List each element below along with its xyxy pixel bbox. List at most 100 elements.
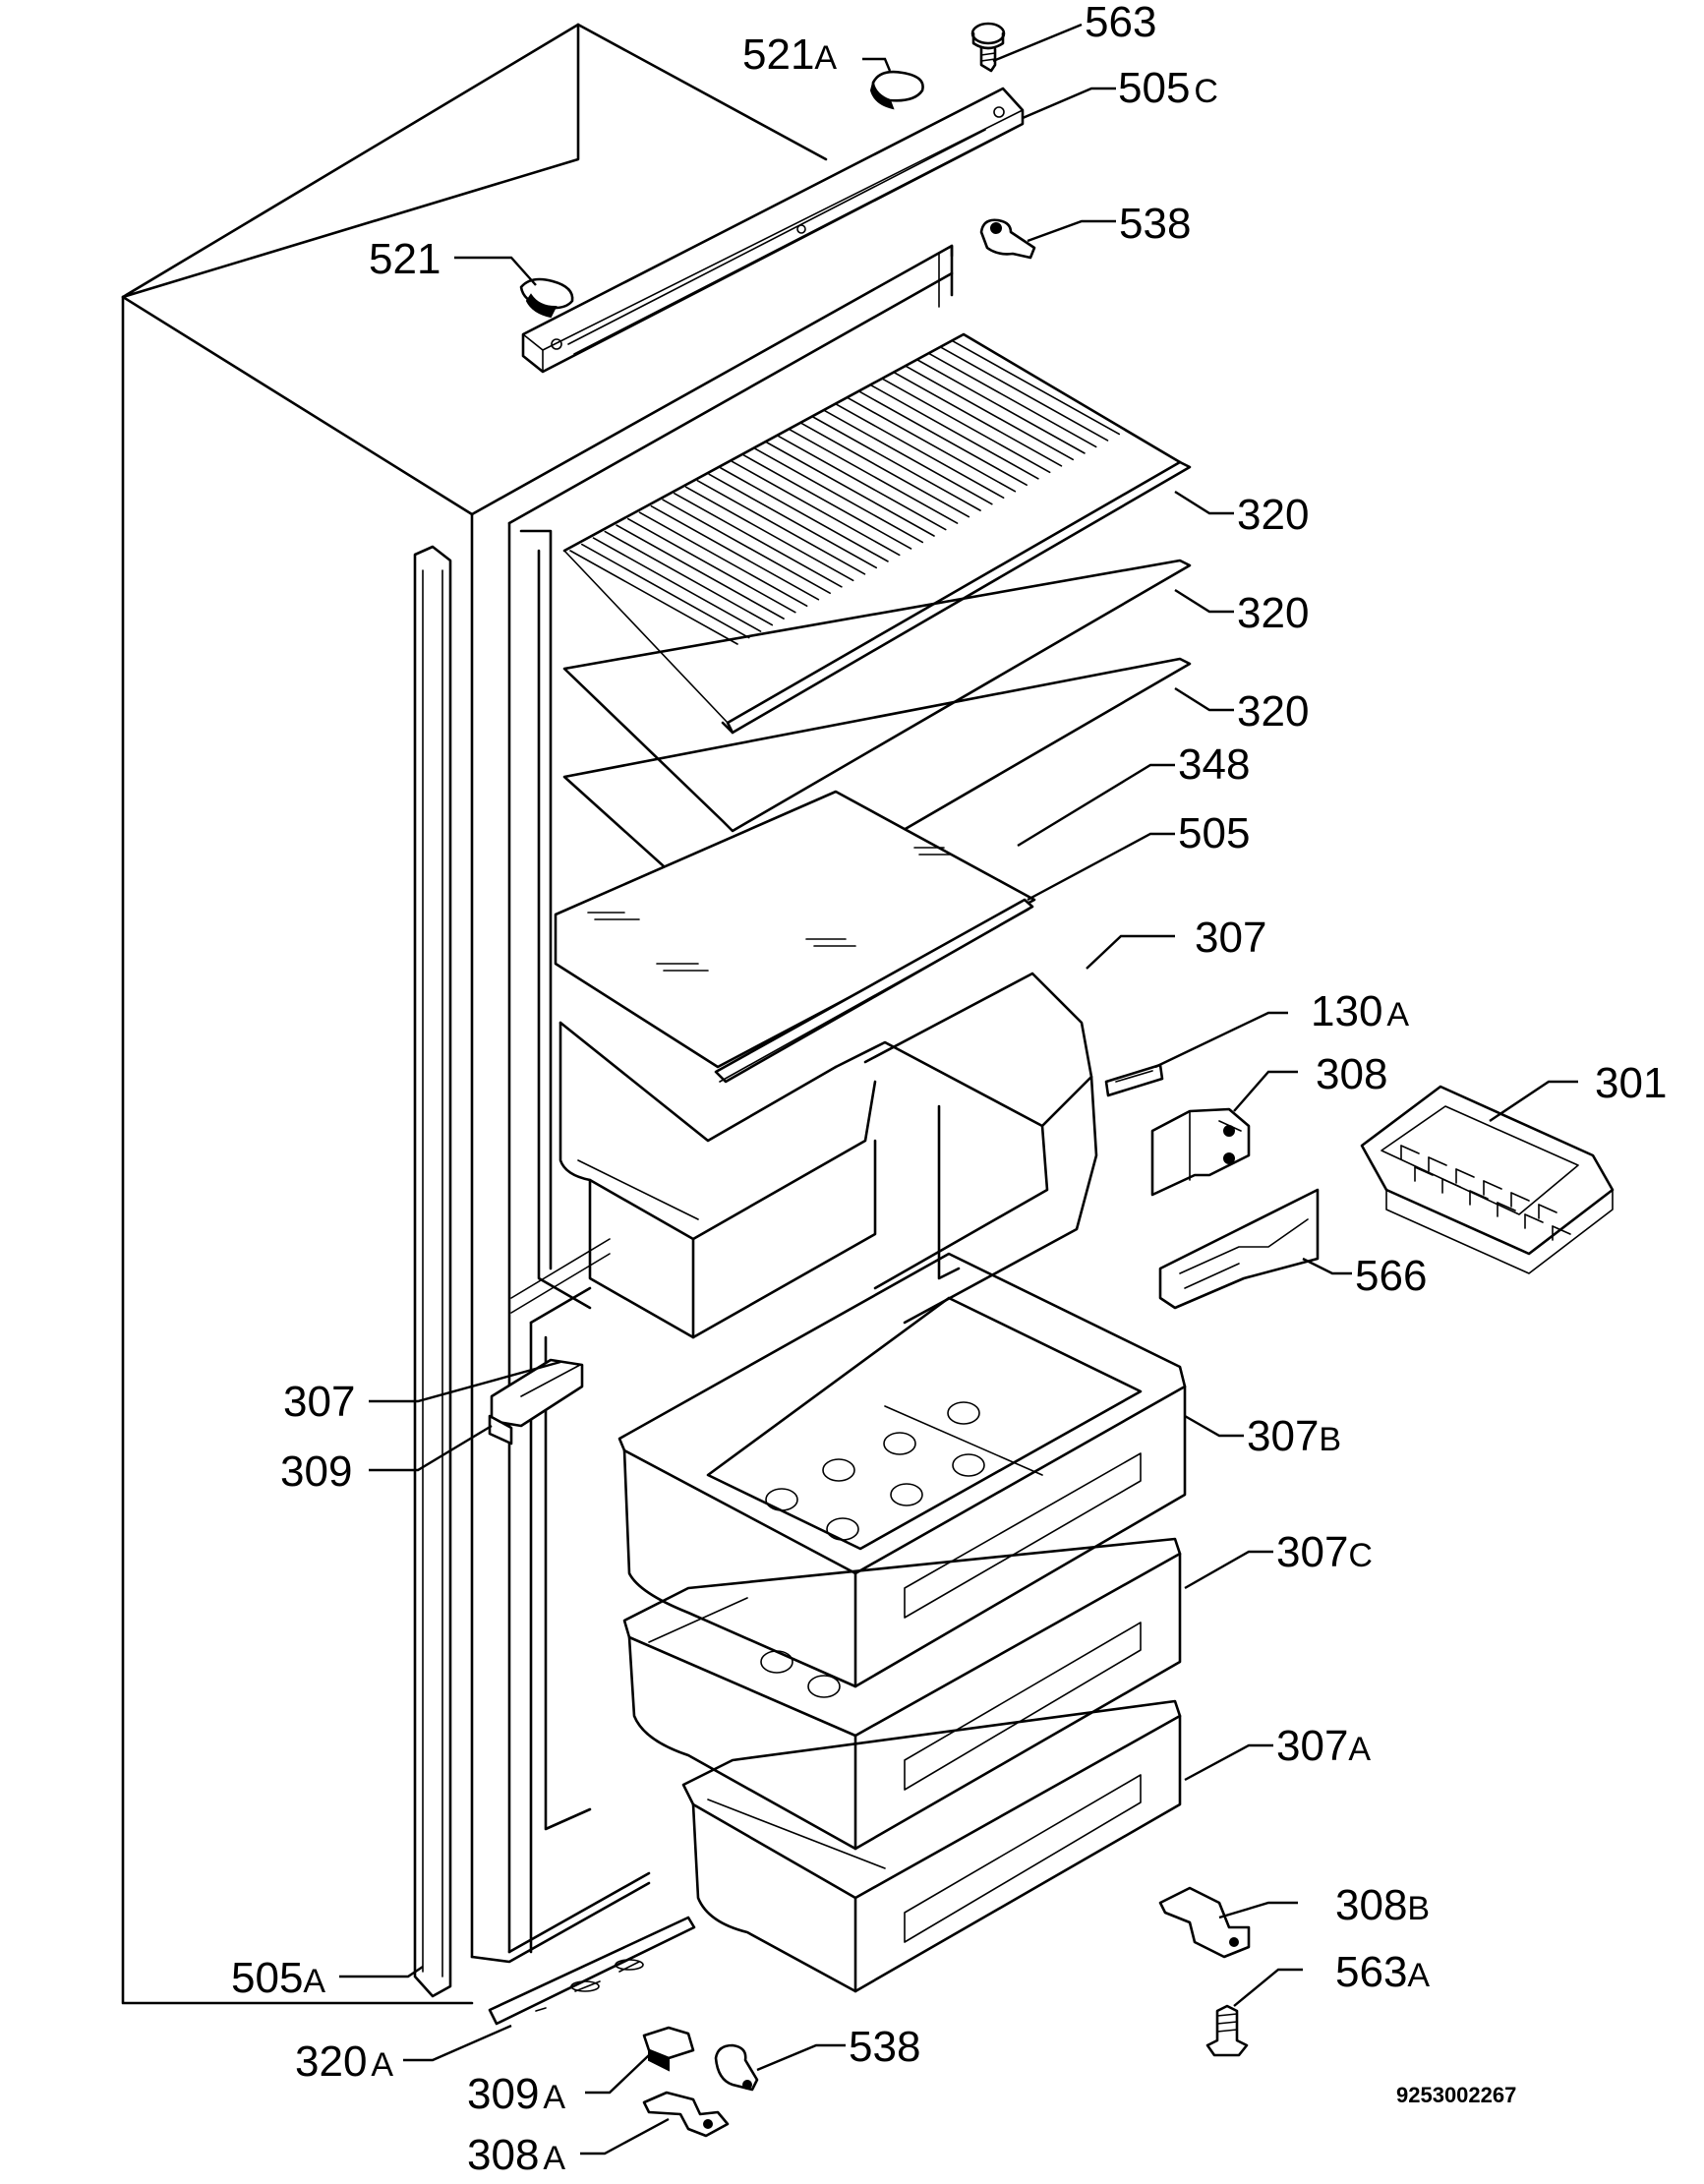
- basket-hole: [890, 1483, 923, 1506]
- screw-563: [970, 22, 1006, 73]
- label-320-2: 320: [1237, 589, 1309, 637]
- hatch-line: [1469, 1190, 1489, 1200]
- hatch-line: [939, 346, 1109, 442]
- basket-hole: [765, 1488, 798, 1511]
- shelf-2: [562, 559, 1192, 833]
- label-320-1: 320: [1237, 491, 1309, 539]
- hatch-line: [604, 530, 774, 626]
- cover-309A: [642, 2026, 695, 2072]
- door-seal-505A: [413, 545, 452, 1998]
- hatch-line: [1441, 1178, 1461, 1188]
- hatch-line: [1400, 1145, 1420, 1154]
- hatch-line: [881, 378, 1051, 474]
- hatch-line: [800, 422, 970, 518]
- label-348: 348: [1178, 740, 1250, 789]
- hatch-line: [720, 467, 889, 562]
- hatch-line: [858, 390, 1028, 487]
- ice-tray-301: [1360, 1085, 1615, 1274]
- hatch-line: [731, 460, 901, 557]
- label-566: 566: [1355, 1252, 1427, 1300]
- hatch-line: [696, 480, 866, 575]
- hinge-plate-320A: [488, 1916, 696, 2026]
- hatch-line: [1510, 1192, 1530, 1202]
- label-563: 563: [1085, 0, 1156, 46]
- hatch-line: [905, 365, 1074, 461]
- hinge-bracket-308: [1150, 1107, 1251, 1197]
- hatch-line: [1414, 1166, 1434, 1176]
- hatch-line: [789, 429, 959, 524]
- basket-hole: [760, 1650, 793, 1674]
- hatch-line: [674, 492, 843, 588]
- hatch-line: [627, 517, 796, 614]
- wire-shelves-320: [562, 332, 1192, 931]
- hinge-cap-521A: [869, 70, 924, 110]
- label-563A: 563A: [1335, 1948, 1430, 1996]
- basket-hole: [952, 1453, 985, 1477]
- hatch-line: [1524, 1213, 1544, 1223]
- label-521A: 521A: [742, 30, 837, 79]
- hatch-line: [835, 403, 1005, 499]
- bracket-130A: [1104, 1063, 1164, 1097]
- label-307-top: 307: [1195, 914, 1266, 962]
- stop-309: [488, 1358, 584, 1446]
- hatch-line: [1428, 1156, 1447, 1166]
- label-538-bottom: 538: [849, 2023, 920, 2071]
- scraper-566: [1158, 1188, 1320, 1310]
- hinge-bracket-308A: [642, 2091, 730, 2138]
- hatch-line: [592, 537, 762, 632]
- basket-hole: [947, 1401, 980, 1425]
- label-505: 505: [1178, 809, 1250, 857]
- hatch-line: [684, 486, 854, 582]
- hatch-line: [893, 372, 1063, 467]
- screw-563A: [1205, 2004, 1249, 2057]
- hatch-line: [638, 511, 808, 607]
- leader-lines: [339, 23, 1578, 2155]
- hatch-line: [824, 409, 993, 505]
- hatch-line: [616, 524, 785, 620]
- hatch-line: [951, 339, 1121, 436]
- shelf-strip-505: [714, 898, 1034, 1084]
- label-308B: 308B: [1335, 1881, 1430, 1929]
- cabinet-body: [121, 23, 954, 2005]
- label-505A: 505A: [231, 1954, 325, 2002]
- hatch-line: [777, 435, 947, 531]
- hatch-line: [742, 454, 912, 550]
- hatch-line: [916, 359, 1086, 454]
- label-301: 301: [1595, 1059, 1667, 1107]
- hinge-cap-521: [519, 277, 574, 319]
- hatch-line: [847, 396, 1017, 493]
- label-320-3: 320: [1237, 687, 1309, 736]
- top-hinge-bar-505C: [521, 87, 1025, 374]
- basket-hole: [883, 1432, 916, 1455]
- hatch-line: [927, 352, 1097, 448]
- hatch-line: [1483, 1180, 1502, 1190]
- hinge-pin-538-top: [979, 218, 1036, 260]
- hatch-line: [812, 416, 981, 511]
- label-521: 521: [369, 235, 441, 283]
- label-307C: 307C: [1276, 1528, 1373, 1576]
- hatch-line: [1455, 1168, 1475, 1178]
- hatch-line: [708, 473, 877, 569]
- label-538-top: 538: [1119, 200, 1191, 248]
- basket-hole: [822, 1458, 855, 1482]
- hatch-line: [650, 504, 820, 601]
- basket-hole: [826, 1517, 859, 1541]
- hatch-line: [1552, 1225, 1571, 1235]
- hatch-line: [1497, 1202, 1516, 1211]
- hatch-line: [662, 499, 831, 595]
- crisper-drawers-307: [558, 972, 1098, 1339]
- label-308: 308: [1316, 1050, 1387, 1098]
- hinge-bracket-308B: [1158, 1886, 1251, 1959]
- label-307A: 307A: [1276, 1722, 1371, 1770]
- basket-hole: [807, 1675, 841, 1698]
- hatch-line: [754, 447, 924, 544]
- label-309: 309: [280, 1447, 352, 1496]
- hatch-line: [1538, 1204, 1557, 1213]
